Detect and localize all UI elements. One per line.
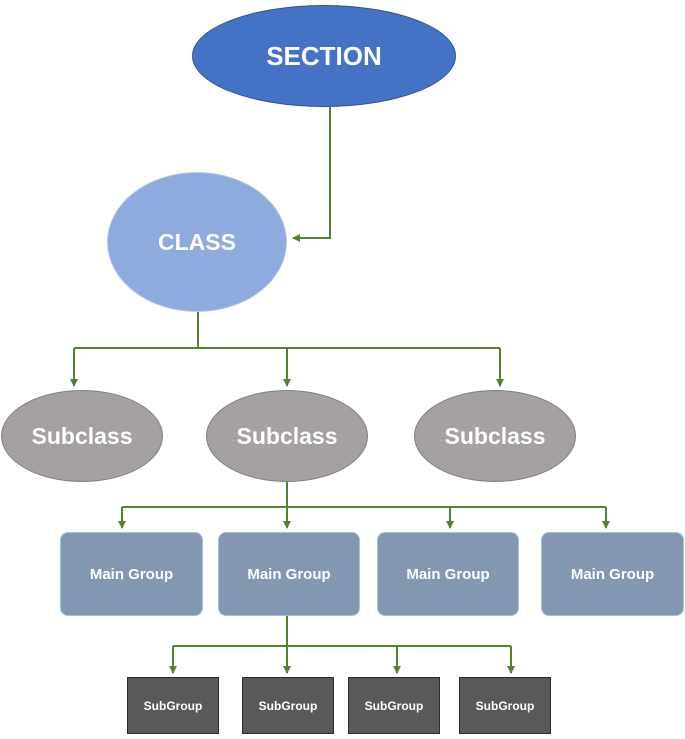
subgroup-node-1: SubGroup (127, 677, 219, 734)
subclass-node-2: Subclass (206, 390, 368, 482)
subgroup-label: SubGroup (258, 698, 318, 713)
main-group-node-3: Main Group (377, 532, 519, 616)
main-group-node-1: Main Group (60, 532, 203, 616)
main-group-label: Main Group (406, 565, 490, 583)
subgroup-label: SubGroup (143, 698, 203, 713)
section-node: SECTION (192, 5, 456, 107)
section-label: SECTION (266, 40, 382, 71)
class-node: CLASS (107, 172, 287, 312)
subgroup-node-3: SubGroup (348, 677, 440, 734)
subclass-node-3: Subclass (414, 390, 576, 482)
subclass-node-1: Subclass (1, 390, 163, 482)
subclass-label: Subclass (31, 422, 133, 449)
connector-section-to-class (292, 107, 331, 242)
subgroup-node-2: SubGroup (242, 677, 334, 734)
main-group-node-4: Main Group (541, 532, 684, 616)
main-group-label: Main Group (570, 565, 655, 583)
class-label: CLASS (158, 228, 236, 255)
main-group-label: Main Group (89, 565, 174, 583)
subclass-label: Subclass (236, 422, 338, 449)
subgroup-node-4: SubGroup (459, 677, 551, 734)
subclass-label: Subclass (444, 422, 546, 449)
main-group-node-2: Main Group (218, 532, 360, 616)
subgroup-label: SubGroup (475, 698, 535, 713)
subgroup-label: SubGroup (364, 698, 424, 713)
main-group-label: Main Group (247, 565, 331, 583)
